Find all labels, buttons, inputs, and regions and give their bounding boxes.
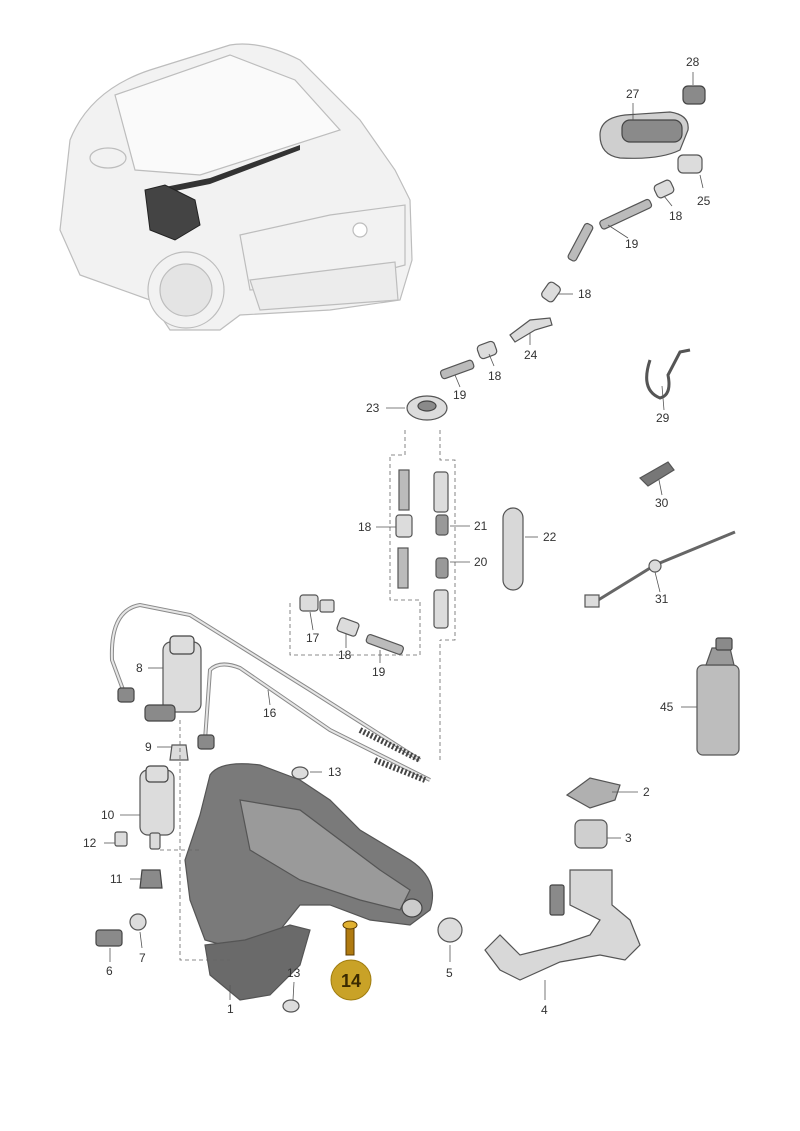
- washer-reservoir: [184, 763, 463, 1013]
- callout-19-b: 19: [453, 388, 467, 402]
- hose-connectors: [299, 469, 524, 655]
- fluid-bottle: [696, 637, 740, 756]
- callout-6: 6: [106, 964, 113, 978]
- callout-24: 24: [524, 348, 538, 362]
- callout-labels: 28 27 25 18 19 18 24 18 19 23 29 30 31 1…: [83, 55, 711, 1017]
- callout-19-a: 19: [625, 237, 639, 251]
- screw-14: [342, 920, 358, 956]
- callout-13-b: 13: [287, 966, 301, 980]
- callout-19-c: 19: [372, 665, 386, 679]
- nozzle-assembly: [406, 85, 706, 421]
- callout-29: 29: [656, 411, 670, 425]
- callout-10: 10: [101, 808, 115, 822]
- callout-4: 4: [541, 1003, 548, 1017]
- callout-8: 8: [136, 661, 143, 675]
- hose-line-16: [109, 602, 431, 783]
- clips-and-ties: [584, 348, 736, 608]
- callout-28: 28: [686, 55, 700, 69]
- callout-18-b: 18: [578, 287, 592, 301]
- callout-27: 27: [626, 87, 640, 101]
- callout-18-c: 18: [488, 369, 502, 383]
- washer-pumps: [95, 635, 202, 947]
- vehicle-illustration: [59, 43, 413, 331]
- callout-5: 5: [446, 966, 453, 980]
- callout-3: 3: [625, 831, 632, 845]
- callout-12: 12: [83, 836, 97, 850]
- callout-45: 45: [660, 700, 674, 714]
- filler-neck: [484, 777, 641, 981]
- callout-30: 30: [655, 496, 669, 510]
- callout-21: 21: [474, 519, 488, 533]
- callout-9: 9: [145, 740, 152, 754]
- callout-13-a: 13: [328, 765, 342, 779]
- callout-1: 1: [227, 1002, 234, 1016]
- callout-17: 17: [306, 631, 320, 645]
- callout-23: 23: [366, 401, 380, 415]
- callout-18-d: 18: [358, 520, 372, 534]
- callout-11: 11: [110, 872, 123, 886]
- highlight-badge-14[interactable]: 14: [330, 959, 372, 1001]
- leader-lines: [104, 72, 704, 1001]
- callout-20: 20: [474, 555, 488, 569]
- callout-2: 2: [643, 785, 650, 799]
- callout-16: 16: [263, 706, 277, 720]
- callout-31: 31: [655, 592, 669, 606]
- callout-7: 7: [139, 951, 146, 965]
- highlight-badge-label: 14: [341, 971, 361, 991]
- callout-18-e: 18: [338, 648, 352, 662]
- grouping-lines: [160, 430, 456, 961]
- callout-25: 25: [697, 194, 711, 208]
- callout-22: 22: [543, 530, 557, 544]
- callout-18-a: 18: [669, 209, 683, 223]
